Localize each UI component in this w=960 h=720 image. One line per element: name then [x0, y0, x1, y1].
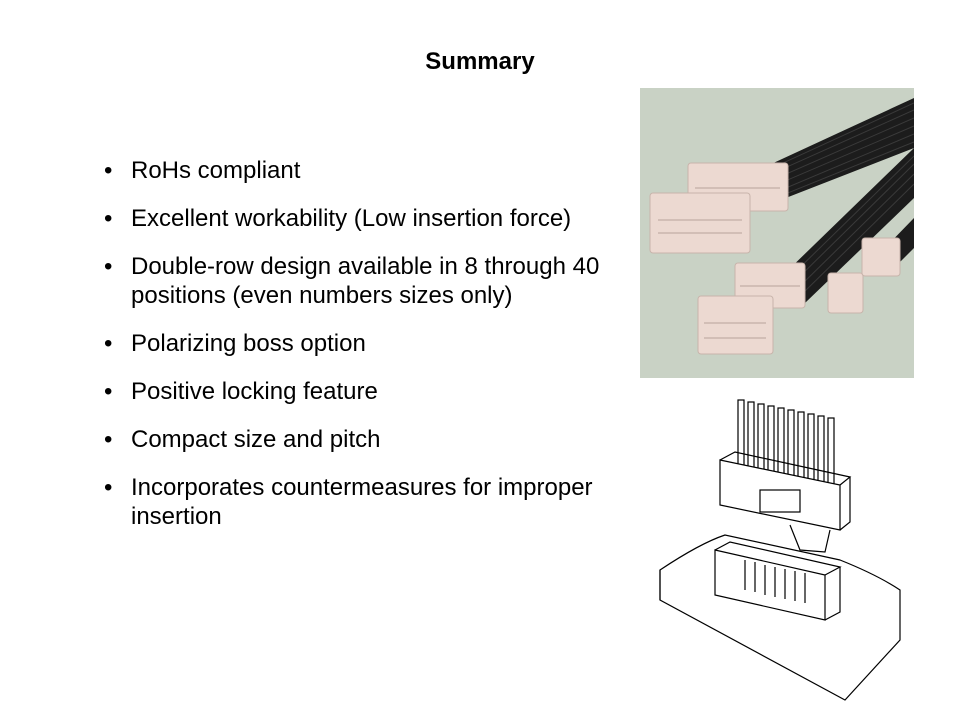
- bullet-dot: •: [104, 330, 113, 357]
- bullet-dot: •: [104, 378, 113, 405]
- bullet-dot: •: [104, 157, 113, 184]
- bullet-item: • Positive locking feature: [104, 377, 644, 406]
- bullet-item: • RoHs compliant: [104, 156, 644, 185]
- bullet-item: • Double-row design available in 8 throug…: [104, 252, 644, 310]
- connector-photo-icon: [640, 88, 915, 378]
- bullet-text: Positive locking feature: [131, 378, 378, 405]
- bullet-text: RoHs compliant: [131, 157, 301, 184]
- bullet-dot: •: [104, 205, 113, 232]
- bullet-text: Double-row design available in 8 through…: [131, 253, 600, 309]
- bullet-dot: •: [104, 474, 113, 501]
- bullet-list: • RoHs compliant • Excellent workability (…: [104, 156, 644, 550]
- bullet-item: • Excellent workability (Low insertion fo…: [104, 204, 644, 233]
- bullet-text: Compact size and pitch: [131, 426, 381, 453]
- bullet-text: Incorporates countermeasures for imprope…: [131, 474, 593, 530]
- bullet-text: Polarizing boss option: [131, 330, 366, 357]
- connector-line-drawing-icon: [650, 390, 902, 710]
- bullet-dot: •: [104, 426, 113, 453]
- slide-title: Summary: [425, 48, 535, 75]
- bullet-dot: •: [104, 253, 113, 280]
- bullet-item: • Polarizing boss option: [104, 329, 644, 358]
- bullet-item: • Compact size and pitch: [104, 425, 644, 454]
- bullet-text: Excellent workability (Low insertion for…: [131, 205, 572, 232]
- bullet-item: • Incorporates countermeasures for improp…: [104, 473, 644, 531]
